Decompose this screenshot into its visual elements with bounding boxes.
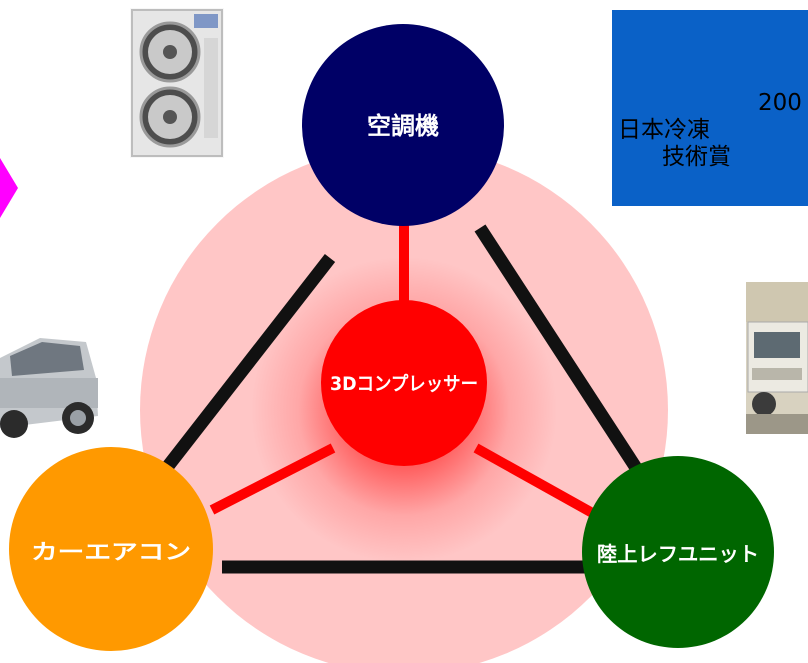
node-land-refrigeration-unit-label: 陸上レフユニット xyxy=(597,542,759,566)
award-box: 200 日本冷凍 技術賞 xyxy=(612,10,808,206)
node-car-air-conditioner: カーエアコン xyxy=(9,447,213,651)
award-year: 200 xyxy=(758,90,802,116)
node-car-air-conditioner-label: カーエアコン xyxy=(31,540,191,564)
node-air-conditioner-circle xyxy=(302,24,504,226)
spoke-left xyxy=(209,443,336,515)
node-land-refrigeration-unit: 陸上レフユニット xyxy=(582,456,774,648)
silver-suv-image xyxy=(0,318,98,446)
node-3d-compressor: 3Dコンプレッサー xyxy=(321,300,487,466)
node-car-air-conditioner-circle xyxy=(9,447,213,651)
award-organization: 日本冷凍 xyxy=(618,117,710,143)
link-top-right xyxy=(474,224,646,478)
node-3d-compressor-label: 3Dコンプレッサー xyxy=(330,372,478,395)
node-air-conditioner-label: 空調機 xyxy=(367,112,439,140)
node-air-conditioner: 空調機 xyxy=(302,24,504,226)
pointer-arrow-icon xyxy=(0,158,18,218)
refrigerated-truck-image xyxy=(746,282,808,434)
node-3d-compressor-circle xyxy=(321,300,487,466)
outdoor-air-conditioner-unit-image xyxy=(130,8,224,158)
link-top-left xyxy=(159,254,336,474)
spoke-right xyxy=(473,443,599,520)
award-title: 技術賞 xyxy=(662,144,731,170)
node-land-refrigeration-unit-circle xyxy=(582,456,774,648)
